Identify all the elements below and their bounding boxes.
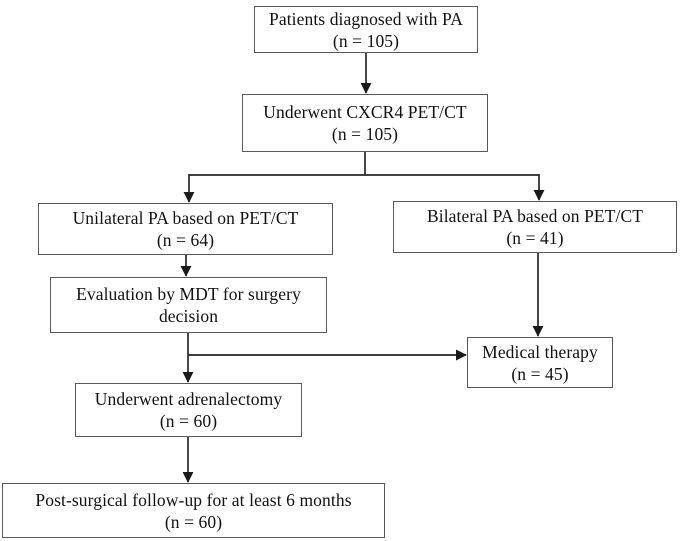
- node-bilateral-pa: Bilateral PA based on PET/CT (n = 41): [393, 201, 677, 253]
- node-patients-diagnosed-count: (n = 105): [332, 30, 400, 51]
- node-bilateral-pa-text: Bilateral PA based on PET/CT: [426, 206, 644, 226]
- node-cxcr4-petct-text: Underwent CXCR4 PET/CT: [263, 102, 467, 122]
- node-unilateral-pa-count: (n = 64): [156, 230, 215, 250]
- node-adrenalectomy-count: (n = 60): [159, 411, 218, 431]
- node-medical-therapy: Medical therapy (n = 45): [467, 337, 613, 388]
- node-medical-therapy-count: (n = 45): [511, 363, 569, 384]
- node-cxcr4-petct-count: (n = 105): [331, 124, 399, 144]
- node-unilateral-pa-text: Unilateral PA based on PET/CT: [72, 208, 299, 228]
- node-adrenalectomy-text: Underwent adrenalectomy: [94, 389, 283, 409]
- node-adrenalectomy: Underwent adrenalectomy (n = 60): [75, 383, 302, 437]
- node-unilateral-pa: Unilateral PA based on PET/CT (n = 64): [38, 203, 333, 255]
- node-followup-count: (n = 60): [164, 511, 223, 532]
- node-medical-therapy-text: Medical therapy: [482, 341, 598, 362]
- node-patients-diagnosed: Patients diagnosed with PA (n = 105): [254, 6, 478, 53]
- node-patients-diagnosed-text: Patients diagnosed with PA: [269, 8, 463, 29]
- node-mdt-evaluation: Evaluation by MDT for surgery decision: [50, 277, 327, 333]
- node-followup: Post-surgical follow-up for at least 6 m…: [2, 483, 385, 538]
- node-cxcr4-petct: Underwent CXCR4 PET/CT (n = 105): [242, 94, 488, 152]
- node-mdt-evaluation-text-line1: Evaluation by MDT for surgery: [76, 284, 301, 304]
- node-followup-text: Post-surgical follow-up for at least 6 m…: [35, 489, 352, 510]
- node-bilateral-pa-count: (n = 41): [506, 228, 564, 248]
- node-mdt-evaluation-text-line2: decision: [158, 306, 219, 326]
